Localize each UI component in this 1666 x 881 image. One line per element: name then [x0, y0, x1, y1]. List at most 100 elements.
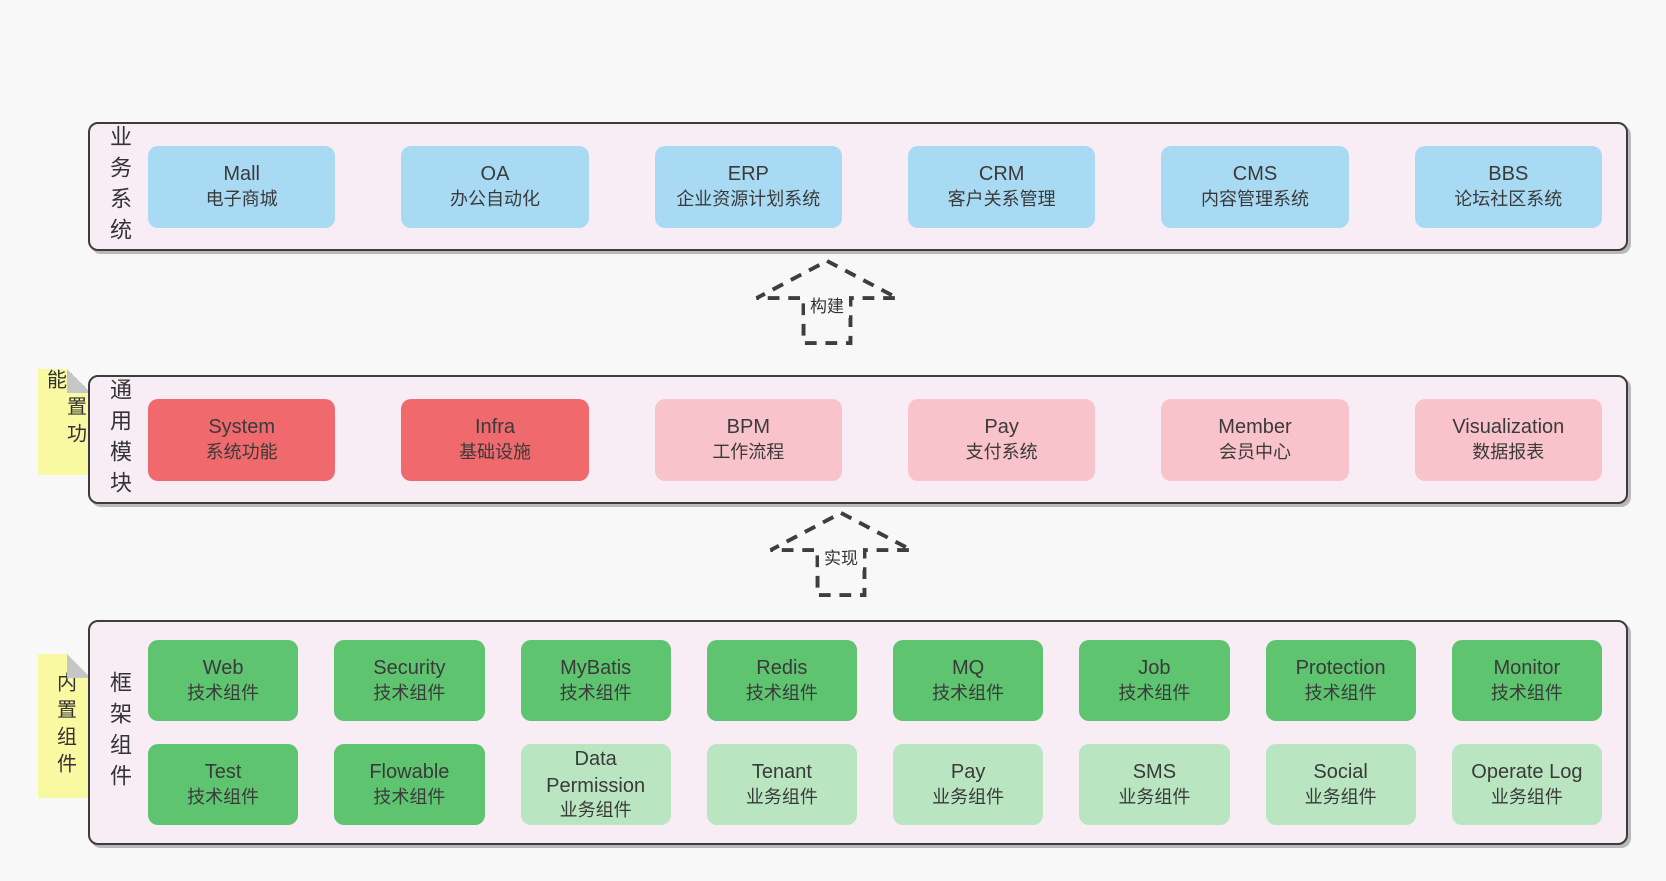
box-subtitle: 技术组件 [1118, 682, 1191, 703]
dashed-up-arrow-icon [769, 510, 913, 598]
box-subtitle: 技术组件 [187, 786, 260, 807]
box-title: Security [373, 657, 446, 680]
box-subtitle: 系统功能 [205, 441, 278, 462]
arrow-label: 构建 [805, 291, 849, 318]
arrow-implement: 实现 [766, 510, 916, 598]
box-subtitle: 技术组件 [187, 682, 260, 703]
box-subtitle: 会员中心 [1218, 441, 1291, 462]
box-title: Data Permission [546, 748, 646, 797]
box-title: OA [480, 163, 510, 186]
box-title: MQ [952, 657, 985, 680]
box-subtitle: 技术组件 [373, 786, 446, 807]
box-title: Mall [223, 163, 260, 186]
box-title: Redis [756, 657, 808, 680]
box-title: Member [1218, 416, 1292, 439]
box-subtitle: 支付系统 [965, 441, 1038, 462]
sticky-note-label: 内置组件 [53, 672, 76, 780]
box-title: ERP [727, 163, 769, 186]
box-title: MyBatis [560, 657, 632, 680]
box-subtitle: 业务组件 [1490, 786, 1563, 807]
box-subtitle: 基础设施 [458, 441, 531, 462]
panel-title: 业务系统 [107, 124, 132, 249]
box-title: BPM [726, 416, 770, 439]
box-subtitle: 业务组件 [1118, 786, 1191, 807]
box-subtitle: 内容管理系统 [1200, 188, 1309, 209]
box-subtitle: 数据报表 [1472, 441, 1545, 462]
box-title: Flowable [369, 761, 450, 784]
box-subtitle: 技术组件 [1490, 682, 1563, 703]
box-title: Infra [474, 416, 515, 439]
box-title: Web [202, 657, 244, 680]
box-title: Pay [950, 761, 986, 784]
box-subtitle: 企业资源计划系统 [676, 188, 821, 209]
box-subtitle: 办公自动化 [449, 188, 540, 209]
box-title: Pay [984, 416, 1019, 439]
box-subtitle: 技术组件 [559, 682, 632, 703]
box-title: BBS [1488, 163, 1529, 186]
box-title: SMS [1132, 761, 1177, 784]
sticky-note-builtin-components: 内置组件 [38, 654, 91, 798]
box-title: Monitor [1493, 657, 1561, 680]
box-subtitle: 技术组件 [1304, 682, 1377, 703]
box-title: Tenant [751, 761, 812, 784]
panel-title: 通用模块 [107, 377, 132, 502]
box-subtitle: 客户关系管理 [947, 188, 1056, 209]
box-subtitle: 电子商城 [205, 188, 278, 209]
box-title: Protection [1295, 657, 1386, 680]
box-data-permission: Data Permission 业务组件 [520, 744, 671, 825]
box-subtitle: 业务组件 [932, 786, 1005, 807]
panel-title: 框架组件 [107, 670, 132, 795]
box-subtitle: 业务组件 [1304, 786, 1377, 807]
box-title: Visualization [1452, 416, 1565, 439]
box-title: Job [1138, 657, 1171, 680]
box-title: CMS [1232, 163, 1278, 186]
box-subtitle: 业务组件 [559, 800, 632, 821]
sticky-note-builtin-features: 内置功能 [38, 369, 91, 475]
box-subtitle: 业务组件 [745, 786, 818, 807]
box-subtitle: 技术组件 [745, 682, 818, 703]
box-title: Test [204, 761, 242, 784]
box-subtitle: 工作流程 [712, 441, 785, 462]
box-subtitle: 技术组件 [932, 682, 1005, 703]
box-title: System [208, 416, 275, 439]
arrow-label: 实现 [819, 543, 863, 570]
arrow-build: 构建 [752, 258, 902, 346]
box-subtitle: 论坛社区系统 [1454, 188, 1563, 209]
box-title: Operate Log [1471, 761, 1583, 784]
